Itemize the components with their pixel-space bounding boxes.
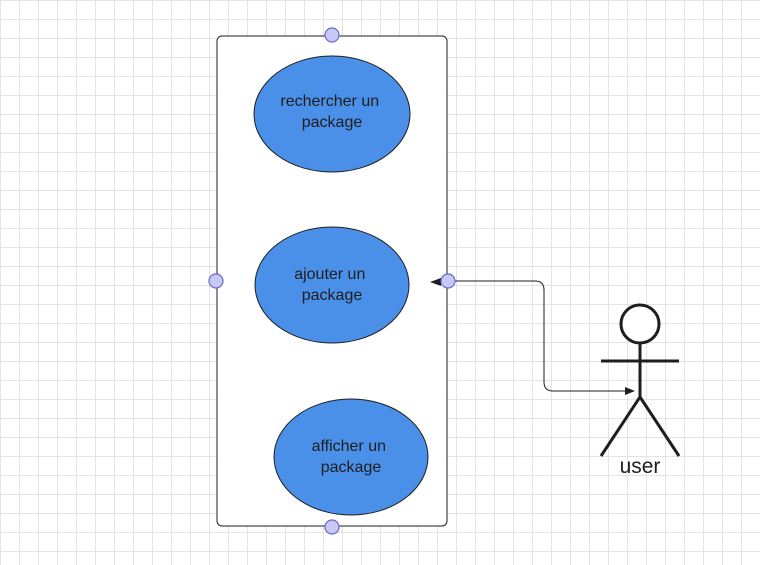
actor-label: user — [620, 455, 661, 478]
use-case-afficher[interactable]: afficher un package — [273, 398, 429, 516]
use-case-ellipse — [273, 398, 429, 516]
use-case-ellipse — [254, 226, 410, 344]
actor-right-leg — [638, 396, 681, 457]
use-case-label-line1: ajouter un — [294, 266, 365, 283]
use-case-rechercher[interactable]: rechercher un package — [253, 55, 411, 173]
actor-left-leg — [599, 396, 642, 457]
connector-start-arrowhead — [430, 278, 441, 286]
association-connector[interactable] — [448, 280, 635, 395]
use-case-ellipse — [253, 55, 411, 173]
resize-handle-bottom[interactable] — [324, 519, 340, 535]
resize-handle-top[interactable] — [324, 27, 340, 43]
use-case-label-line1: rechercher un — [280, 93, 379, 110]
use-case-ajouter[interactable]: ajouter un package — [254, 226, 410, 344]
resize-handle-right[interactable] — [440, 273, 456, 289]
resize-handle-left[interactable] — [208, 273, 224, 289]
actor-head — [619, 303, 661, 345]
actor-user[interactable] — [599, 303, 681, 457]
svg-text:rechercher un package: rechercher un package — [280, 93, 383, 131]
svg-text:afficher un package: afficher un package — [312, 438, 391, 476]
use-case-label-line1: afficher un — [312, 438, 386, 455]
use-case-label-line2: package — [321, 459, 382, 476]
use-case-label-line2: package — [302, 114, 363, 131]
svg-text:ajouter un package: ajouter un package — [294, 266, 370, 304]
use-case-label-line2: package — [302, 287, 363, 304]
